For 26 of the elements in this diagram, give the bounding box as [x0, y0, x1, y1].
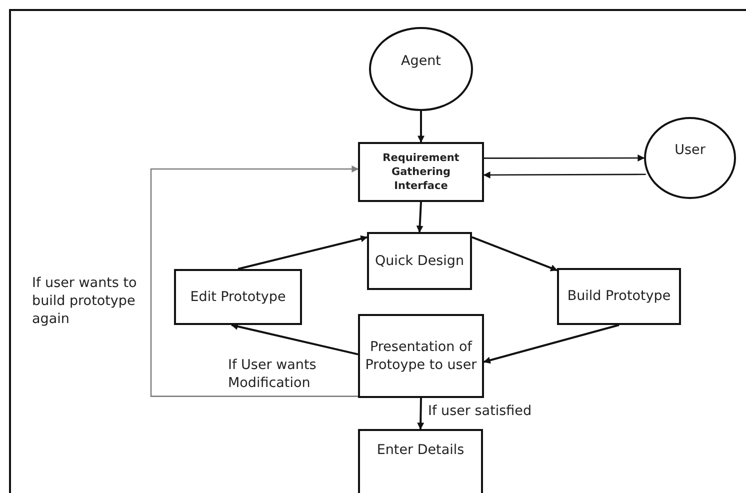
actor-ellipse: [644, 117, 736, 199]
arrow: [483, 324, 620, 364]
node-text: Enter Details: [376, 441, 466, 460]
process-box: [358, 142, 484, 202]
node-text: Build Prototype: [566, 287, 672, 306]
arrow: [417, 398, 424, 430]
arrow: [418, 111, 424, 143]
arrow: [472, 236, 558, 272]
arrow: [238, 235, 368, 270]
arrow: [484, 154, 645, 162]
node-text: Agent: [400, 52, 442, 70]
arrow: [230, 323, 358, 356]
node-text: Requirement Gathering Interface: [382, 150, 460, 194]
process-box: [367, 232, 472, 290]
process-box: [174, 269, 302, 325]
process-box: [358, 429, 483, 493]
actor-ellipse: [369, 27, 473, 111]
node-text: User: [674, 140, 706, 160]
arrow: [416, 202, 424, 233]
process-box: [557, 268, 681, 325]
node-text: Edit Prototype: [189, 288, 287, 306]
arrow: [483, 171, 646, 178]
node-text: Presentation of Protoype to user: [364, 338, 478, 374]
arrow: [150, 166, 359, 397]
node-text: Quick Design: [374, 252, 466, 270]
process-box: [358, 314, 484, 398]
